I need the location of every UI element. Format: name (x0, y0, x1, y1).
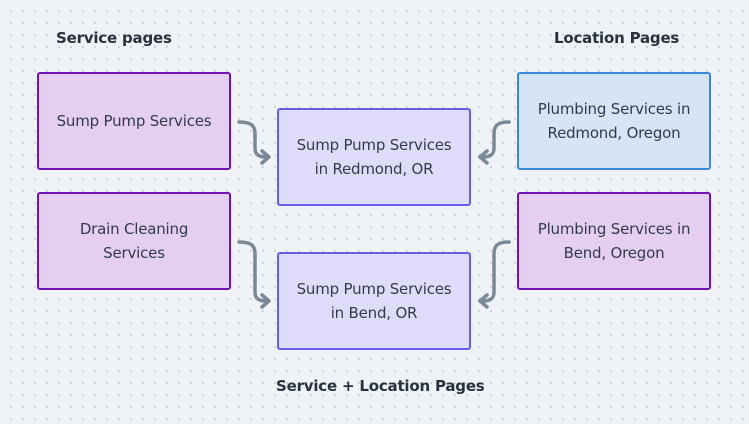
service-pages-heading: Service pages (56, 29, 172, 47)
node-label-line2: Services (103, 244, 165, 262)
node-label-line2: Bend, Oregon (563, 244, 665, 262)
node-sump-pump-services[interactable]: Sump Pump Services (37, 72, 231, 170)
node-sump-pump-bend[interactable]: Sump Pump Services in Bend, OR (277, 252, 471, 350)
node-label-line1: Plumbing Services in (537, 100, 691, 118)
arrow-head (260, 149, 271, 165)
node-label-line2: in Redmond, OR (314, 160, 434, 178)
node-drain-cleaning-services[interactable]: Drain Cleaning Services (37, 192, 231, 290)
node-label: Sump Pump Services (56, 112, 212, 130)
arrow-head (478, 293, 489, 309)
node-sump-pump-redmond[interactable]: Sump Pump Services in Redmond, OR (277, 108, 471, 206)
node-label-line1: Sump Pump Services (296, 280, 452, 298)
location-pages-heading: Location Pages (554, 29, 680, 47)
node-label-line1: Sump Pump Services (296, 136, 452, 154)
node-plumbing-redmond[interactable]: Plumbing Services in Redmond, Oregon (517, 72, 711, 170)
arrow-head (478, 149, 489, 165)
connector-arrow (237, 120, 268, 159)
connector-arrow (481, 120, 511, 159)
node-plumbing-bend[interactable]: Plumbing Services in Bend, Oregon (517, 192, 711, 290)
node-label-line2: Redmond, Oregon (547, 124, 681, 142)
combined-pages-heading: Service + Location Pages (276, 377, 485, 395)
arrow-head (260, 293, 271, 309)
node-label-line1: Plumbing Services in (537, 220, 691, 238)
node-label-line1: Drain Cleaning (79, 220, 189, 238)
node-label-line2: in Bend, OR (330, 304, 418, 322)
connector-arrow (237, 240, 268, 303)
connector-arrow (481, 240, 511, 303)
